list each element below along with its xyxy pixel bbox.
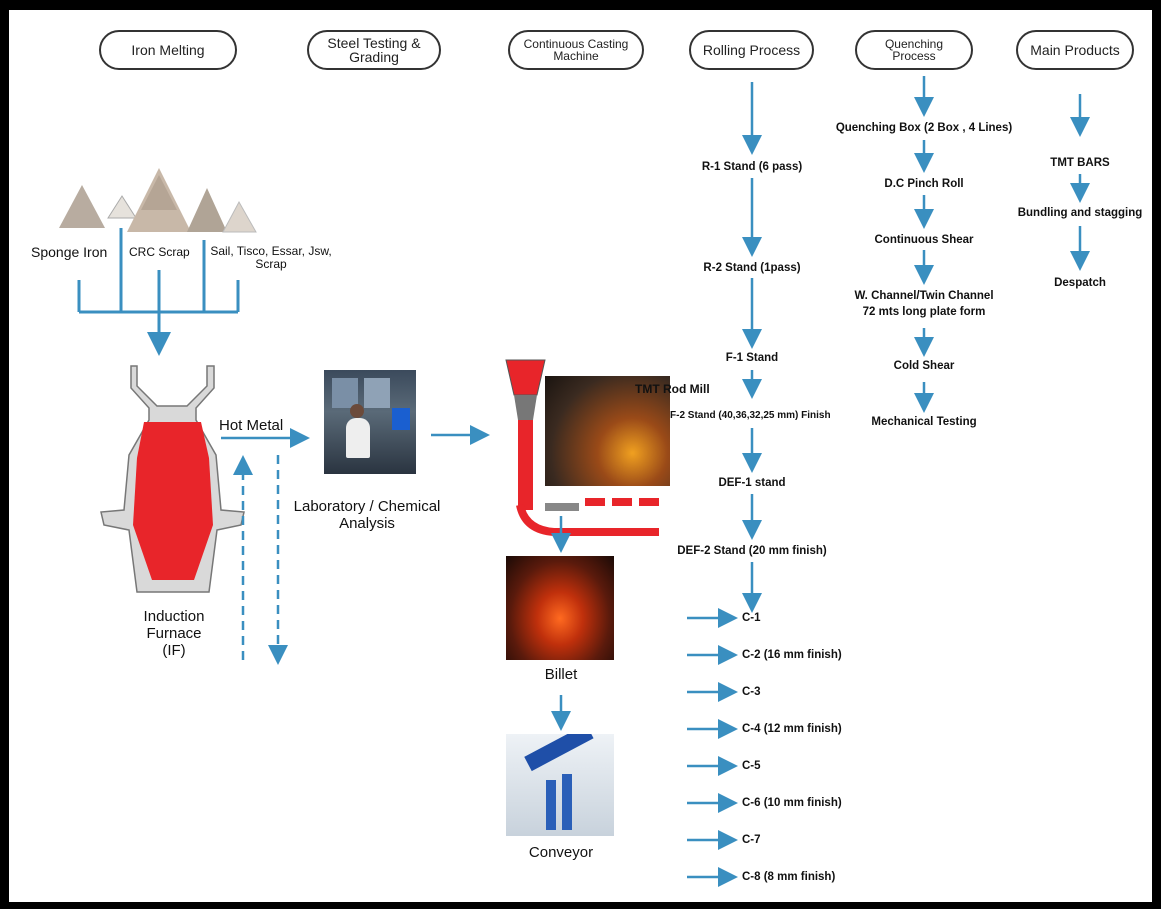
conveyor-photo [506,734,614,836]
cooler-arrows [687,608,738,887]
sponge-iron-label: Sponge Iron [31,244,108,260]
other-scrap-line1: Sail, Tisco, Essar, Jsw, [210,244,332,258]
cooler-item: C-4 (12 mm finish) [742,723,842,735]
billet-photo [506,556,614,660]
header-casting: Continuous Casting Machine [508,30,644,70]
product-step: Despatch [1054,277,1106,289]
rod-mill-photo [545,376,670,486]
product-step: TMT BARS [1050,157,1110,169]
flow-lines [59,76,1090,887]
other-scrap-label: Sail, Tisco, Essar, Jsw, Scrap [210,245,331,271]
laboratory-label-line1: Laboratory / Chemical [293,498,441,515]
quenching-step: D.C Pinch Roll [884,178,964,190]
quenching-step: Quenching Box (2 Box , 4 Lines) [835,122,1013,134]
cooler-item: C-1 [742,612,761,624]
collector-lines [77,228,240,356]
header-iron-melting-label: Iron Melting [131,42,205,58]
induction-furnace-graphic [100,365,245,593]
quenching-step: Continuous Shear [874,234,974,246]
tmt-rod-mill-label: TMT Rod Mill [635,382,710,396]
furnace-label: Induction Furnace (IF) [144,608,205,659]
rolling-step: R-1 Stand (6 pass) [701,161,803,173]
hot-metal-label: Hot Metal [219,417,284,434]
rolling-step: DEF-1 stand [718,477,786,489]
header-iron-melting: Iron Melting [99,30,237,70]
quenching-step: 72 mts long plate form [862,306,986,318]
billet-label: Billet [544,666,578,683]
header-casting-line2: Machine [553,49,599,63]
cooler-item: C-6 (10 mm finish) [742,797,842,809]
casting-machine-graphic [505,359,659,536]
product-step: Bundling and stagging [1017,207,1143,219]
header-rolling: Rolling Process [689,30,814,70]
header-steel-testing-line2: Grading [349,49,399,65]
rolling-step: F-2 Stand (40,36,32,25 mm) Finish [670,410,831,421]
furnace-label-line1: Induction [143,608,205,625]
cooler-item: C-2 (16 mm finish) [742,649,842,661]
header-quenching-label: Quenching Process [884,37,944,63]
header-main-products: Main Products [1016,30,1134,70]
cooler-item: C-7 [742,834,761,846]
header-main-products-label: Main Products [1030,42,1120,58]
other-scrap-line2: Scrap [255,257,287,271]
rolling-step: F-1 Stand [725,352,779,364]
cooler-item: C-3 [742,686,761,698]
conveyor-label: Conveyor [528,844,594,861]
process-flow-diagram: Iron Melting Steel Testing & Grading Con… [9,10,1152,902]
cooler-item: C-8 (8 mm finish) [742,871,836,883]
quenching-step: Mechanical Testing [871,416,977,428]
rolling-step: DEF-2 Stand (20 mm finish) [677,545,827,557]
cooler-item: C-5 [742,760,761,772]
header-steel-testing-line1: Steel Testing & [327,35,421,51]
furnace-label-line2: Furnace [146,625,202,642]
rolling-step: R-2 Stand (1pass) [703,262,801,274]
laboratory-label: Laboratory / Chemical Analysis [294,498,441,532]
raw-material-piles [59,168,257,233]
quenching-step: W. Channel/Twin Channel [854,290,994,302]
hot-metal-arrows [221,425,490,665]
furnace-label-line3: (IF) [162,642,186,659]
header-casting-line1: Continuous Casting [523,37,629,51]
laboratory-label-line2: Analysis [339,515,395,532]
laboratory-photo [324,370,416,474]
header-quenching: Quenching Process [855,30,973,70]
crc-scrap-label: CRC Scrap [129,245,190,259]
header-rolling-label: Rolling Process [702,42,801,58]
quenching-step: Cold Shear [893,360,955,372]
header-steel-testing: Steel Testing & Grading [307,30,441,70]
